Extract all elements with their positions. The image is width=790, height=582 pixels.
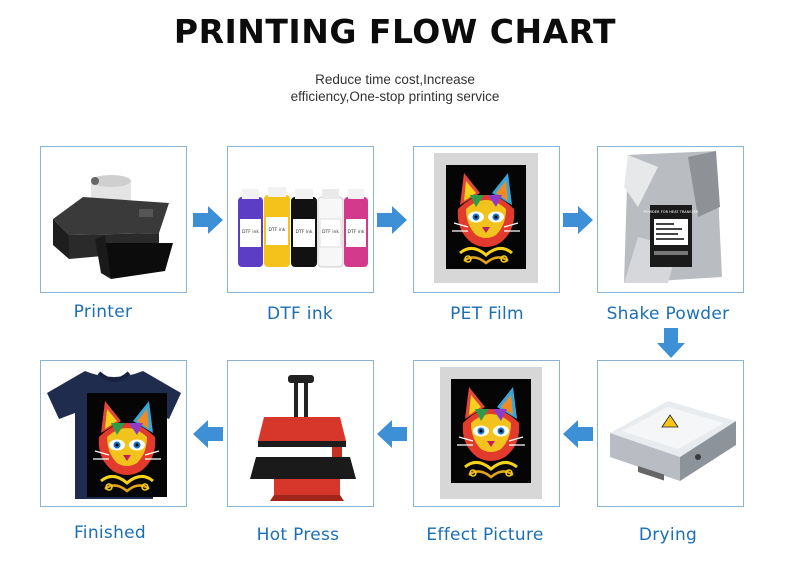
effect-picture-box [413,360,560,507]
ink-box: DTF ink DTF ink DTF ink DTF ink DTF ink [227,146,374,293]
curing-oven-image [610,401,736,481]
ink-label-1: DTF ink [242,229,259,235]
step-label-hot-press: Hot Press [256,525,340,545]
tshirt-image [47,371,181,499]
ink-bottles-image: DTF ink DTF ink DTF ink DTF ink DTF ink [238,187,368,268]
subtitle-line-1: Reduce time cost,Increase [315,72,475,87]
subtitle-line-2: efficiency,One-stop printing service [290,89,500,104]
step-label-pet-film: PET Film [450,304,524,324]
drying-box [597,360,744,507]
heat-press-image [250,375,356,501]
pet-film-image [434,153,538,283]
pet-film-box [413,146,560,293]
arrow-left-icon [563,420,593,448]
step-label-printer: Printer [73,302,133,322]
step-label-effect-picture: Effect Picture [426,525,544,545]
effect-picture-image [440,367,542,499]
shake-powder-box: POWDER FOR HEAT TRANSFER [597,146,744,293]
finished-box [40,360,187,507]
page-title: PRINTING FLOW CHART [173,12,617,51]
arrow-right-icon [377,206,407,234]
ink-label-4: DTF ink [322,229,339,235]
arrow-left-icon [377,420,407,448]
arrow-right-icon [563,206,593,234]
printer-image [53,175,173,279]
hot-press-box [227,360,374,507]
printer-box [40,146,187,293]
ink-label-2: DTF ink [269,227,286,233]
ink-label-5: DTF ink [348,229,365,235]
arrow-down-icon [657,328,685,358]
powder-bag-image: POWDER FOR HEAT TRANSFER [624,151,722,283]
step-label-shake-powder: Shake Powder [606,304,730,324]
powder-bag-text: POWDER FOR HEAT TRANSFER [643,210,699,214]
step-label-finished: Finished [73,523,147,543]
arrow-right-icon [193,206,223,234]
ink-label-3: DTF ink [296,229,313,235]
arrow-left-icon [193,420,223,448]
step-label-drying: Drying [638,525,698,545]
step-label-dtf-ink: DTF ink [266,304,334,324]
